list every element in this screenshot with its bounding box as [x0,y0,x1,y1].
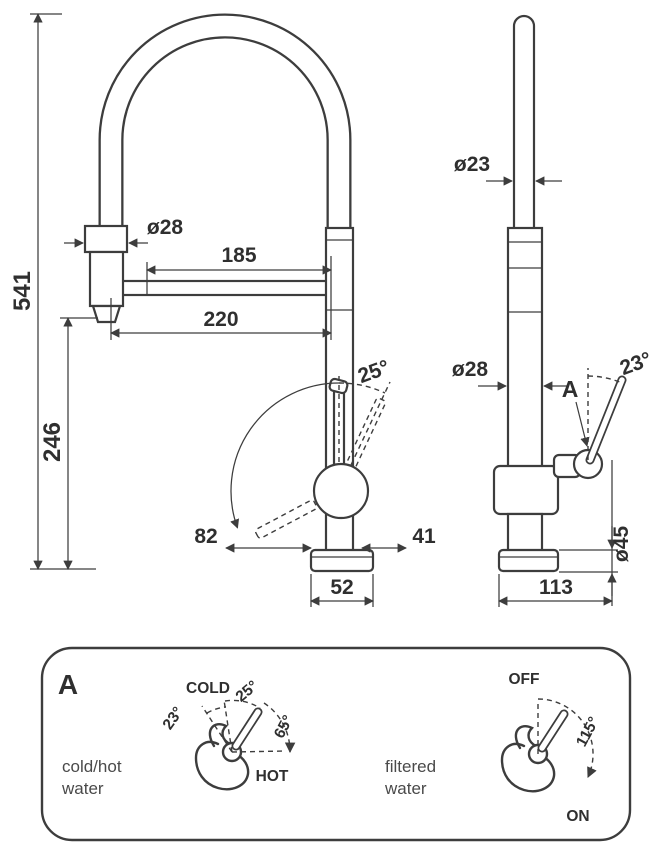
side-body [506,226,544,474]
dim-depth: 113 [539,576,573,599]
filter-diagram: OFF 115° ON filtered water [384,671,603,825]
base-flange [309,548,375,573]
dim-handle-angle-side: 23° [617,348,655,380]
valve-body [492,464,560,516]
dim-base-width: 52 [330,576,353,599]
detail-ref-label: A [562,376,579,402]
mixer-caption-line1: cold/hot [62,757,122,776]
spray-head [88,250,125,308]
spout-arm [118,279,330,297]
dim-handle-angle-front: 25° [355,356,393,388]
panel-border [40,646,632,842]
spray-head-tip [91,304,122,324]
filter-caption-line1: filtered [385,757,436,776]
handle-lever [332,388,346,470]
side-base-flange [497,548,560,573]
spray-head-cap [83,224,129,254]
on-label: ON [566,808,589,825]
handle-swing-arc [230,382,340,529]
dim-head-diameter: ø28 [147,216,184,239]
dim-reach-lower: 220 [203,308,238,331]
sphere-joint [312,462,370,520]
panel-label: A [58,669,78,700]
dim-body-diameter: ø28 [452,358,489,381]
hot-label: HOT [256,768,289,785]
dim-reach-upper: 185 [221,244,256,267]
filter-caption-line2: water [384,779,427,798]
dim-pipe-diameter: ø23 [454,153,490,176]
mixer-caption-line2: water [61,779,104,798]
cold-label: COLD [186,680,230,697]
detail-panel: A COLD 25° 65° 23° HOT cold/hot water [40,646,632,842]
handle-ghost-down [254,499,318,539]
dim-spout-height: 246 [39,422,66,462]
dim-swing-left: 82 [194,525,217,548]
front-view: 541 246 ø28 185 220 25° 82 41 52 [9,13,436,607]
dim-base-diameter: ø45 [610,526,633,563]
dim-swing-right: 41 [412,525,436,548]
off-label: OFF [509,671,540,688]
side-view: ø23 ø28 23° A ø45 113 [452,14,655,607]
side-pipe [512,14,536,232]
dim-total-height: 541 [9,271,36,311]
